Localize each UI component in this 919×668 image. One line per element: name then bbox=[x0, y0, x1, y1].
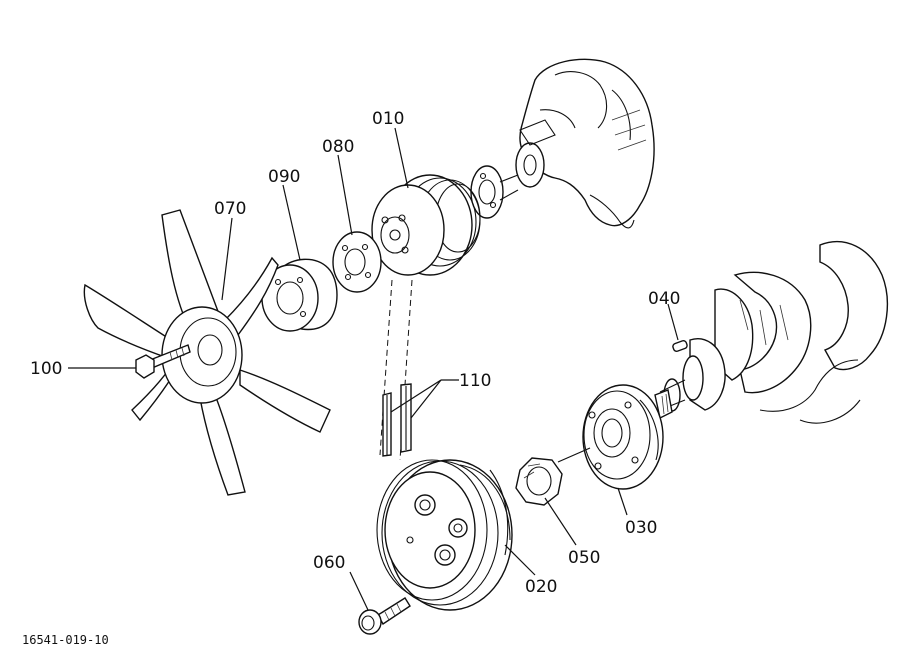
label-080: 080 bbox=[322, 137, 354, 157]
crankshaft-pulley bbox=[376, 459, 513, 611]
key bbox=[672, 339, 688, 353]
water-pump-housing bbox=[515, 58, 655, 229]
fan-bolt bbox=[135, 344, 191, 379]
bolt bbox=[358, 597, 411, 635]
nut bbox=[515, 457, 563, 506]
label-040: 040 bbox=[648, 289, 680, 309]
v-belt bbox=[379, 279, 413, 461]
label-050: 050 bbox=[568, 548, 600, 568]
part-labels: 010 020 030 040 050 060 070 080 090 100 … bbox=[30, 109, 680, 597]
label-060: 060 bbox=[313, 553, 345, 573]
spacer-plate bbox=[332, 231, 382, 293]
label-090: 090 bbox=[268, 167, 300, 187]
figure-code: 16541-019-10 bbox=[22, 633, 109, 647]
label-110: 110 bbox=[459, 371, 491, 391]
label-010: 010 bbox=[372, 109, 404, 129]
label-030: 030 bbox=[625, 518, 657, 538]
label-020: 020 bbox=[525, 577, 557, 597]
fan bbox=[83, 209, 331, 496]
crankshaft bbox=[654, 240, 888, 424]
pulley-hub bbox=[582, 384, 664, 490]
label-100: 100 bbox=[30, 359, 62, 379]
leader-lines bbox=[68, 127, 679, 611]
water-pump-flange bbox=[470, 165, 519, 219]
water-pump-pulley bbox=[371, 174, 481, 276]
label-070: 070 bbox=[214, 199, 246, 219]
